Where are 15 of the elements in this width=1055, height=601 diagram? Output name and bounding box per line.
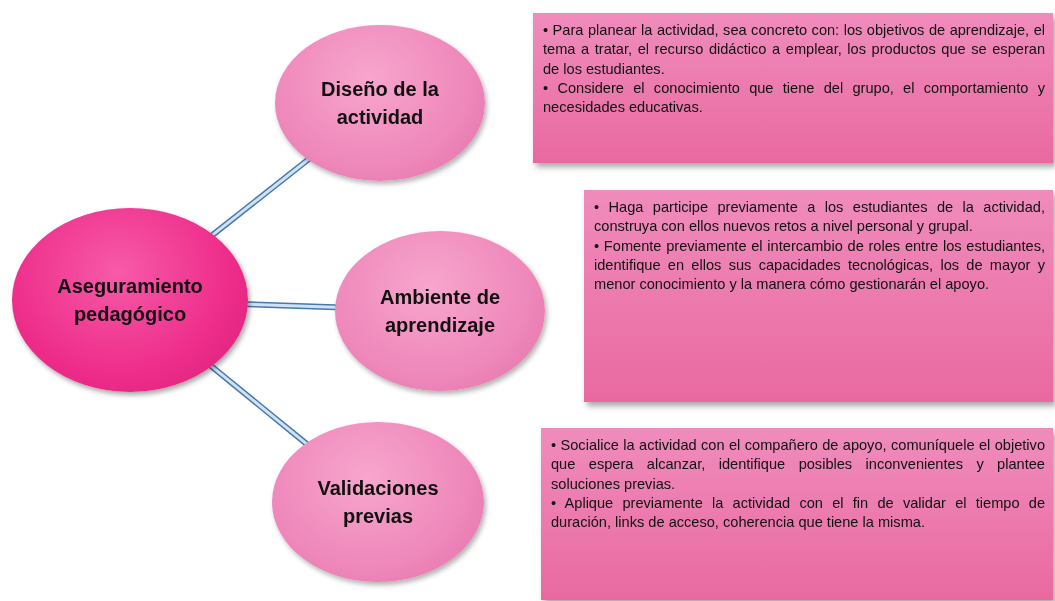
topic-label: Aseguramiento pedagógico bbox=[56, 274, 204, 327]
connector-line bbox=[208, 363, 309, 447]
text-panel bbox=[584, 190, 1053, 402]
bullet-text: • Aplique previamente la actividad con el fin de validar el tiempo de duración, links de acceso, coherencia que tiene la misma. bbox=[551, 493, 1045, 532]
topic-label: Ambiente de aprendizaje bbox=[379, 285, 501, 338]
bullet-text: • Para planear la actividad, sea concreto con: los objetivos de aprendizaje, el tema a tratar, el recurso didáctico a emplear, los productos que se esperan de los estudiantes. bbox=[543, 21, 1045, 79]
topic-label: Diseño de la actividad bbox=[320, 77, 440, 130]
connector-line bbox=[210, 156, 311, 238]
bullet-text: • Fomente previamente el intercambio de roles entre los estudiantes, identifique en ellos sus capacidades tecnológicas, los de mayor y menor conocimiento y la manera cómo gestionarán el apoyo. bbox=[594, 236, 1045, 294]
text-panel bbox=[541, 428, 1053, 600]
text-panel bbox=[533, 13, 1053, 163]
bullet-text: • Haga participe previamente a los estudiantes de la actividad, construya con ellos nuevos retos a nivel personal y grupal. bbox=[594, 198, 1045, 237]
bullet-text: • Socialice la actividad con el compañero de apoyo, comuníquele el objetivo que espera alcanzar, identifique posibles inconvenientes y plantee soluciones previas. bbox=[551, 436, 1045, 494]
topic-label: Validaciones previas bbox=[316, 476, 440, 529]
bullet-text: • Considere el conocimiento que tiene del grupo, el comportamiento y necesidades educativas. bbox=[543, 78, 1045, 117]
